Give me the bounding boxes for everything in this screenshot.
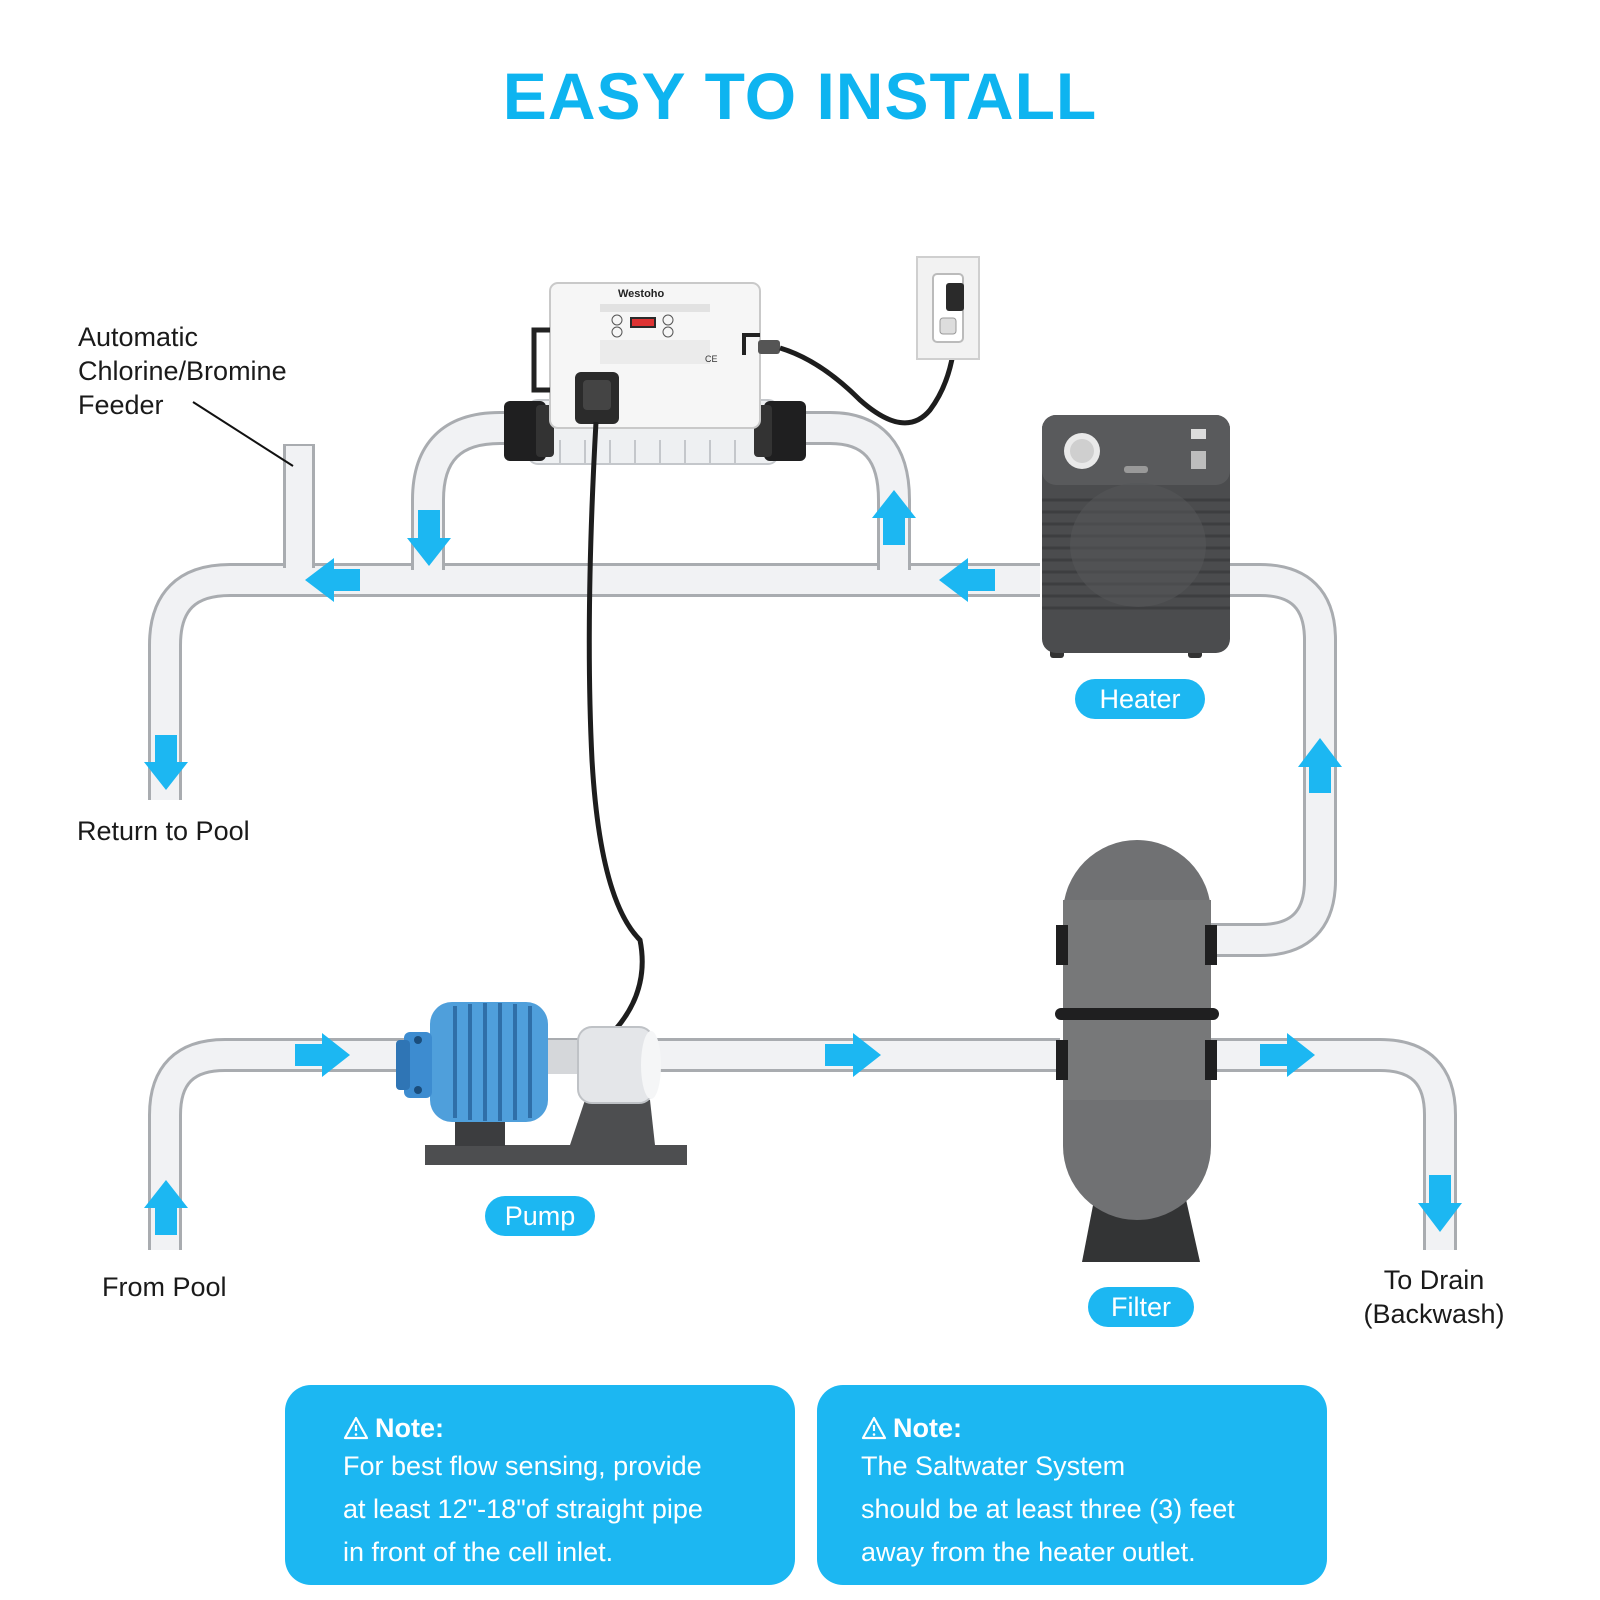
- filter: [1055, 840, 1219, 1262]
- note-heading-text: Note:: [375, 1412, 444, 1443]
- feeder-label-line2: Chlorine/Bromine: [78, 356, 287, 386]
- from-pool-label: From Pool: [102, 1272, 227, 1302]
- note-line: at least 12"-18"of straight pipe: [343, 1494, 703, 1524]
- flow-arrow-icon: [825, 1033, 881, 1077]
- feeder-leader-line: [192, 401, 294, 467]
- note-line: For best flow sensing, provide: [343, 1451, 702, 1481]
- note-line: away from the heater outlet.: [861, 1537, 1196, 1567]
- to-drain-label-line1: To Drain: [1383, 1265, 1485, 1295]
- flow-arrow-icon: [872, 490, 916, 545]
- note-line: The Saltwater System: [861, 1451, 1126, 1481]
- pump: [396, 1002, 687, 1165]
- note-heading: Note:: [861, 1411, 1327, 1445]
- return-to-pool-label: Return to Pool: [77, 816, 250, 846]
- note-card-flow-sensing: Note: For best flow sensing, provide at …: [285, 1385, 795, 1585]
- to-drain-label: To Drain (Backwash): [1350, 1263, 1518, 1331]
- flow-arrow-icon: [1418, 1175, 1462, 1232]
- feeder-pipe: [283, 444, 315, 586]
- flow-arrow-icon: [305, 558, 360, 602]
- note-line: should be at least three (3) feet: [861, 1494, 1235, 1524]
- wall-outlet-icon: [916, 256, 980, 360]
- flow-arrow-icon: [1298, 738, 1342, 793]
- note-line: in front of the cell inlet.: [343, 1537, 614, 1567]
- svg-text:CE: CE: [705, 354, 718, 364]
- feeder-label-line3: Feeder: [78, 390, 164, 420]
- flow-arrow-icon: [407, 510, 451, 566]
- page-title: EASY TO INSTALL: [502, 59, 1098, 133]
- note-card-heater-distance: Note: The Saltwater System should be at …: [817, 1385, 1327, 1585]
- suction-pipe: [148, 1038, 1060, 1250]
- pump-badge: Pump: [485, 1196, 595, 1236]
- note-heading: Note:: [343, 1411, 795, 1445]
- chlorinator-control-box: Westoho CE: [531, 282, 780, 429]
- filter-badge: Filter: [1088, 1287, 1194, 1327]
- flow-arrow-icon: [144, 1180, 188, 1235]
- note-heading-text: Note:: [893, 1412, 962, 1443]
- flow-arrow-icon: [939, 558, 995, 602]
- warning-icon: [861, 1416, 887, 1440]
- heater-badge: Heater: [1075, 679, 1205, 719]
- flow-arrows: [144, 490, 1462, 1235]
- heater: [1042, 415, 1230, 658]
- feeder-label: Automatic Chlorine/Bromine Feeder: [78, 320, 287, 422]
- flow-arrow-icon: [144, 735, 188, 790]
- feeder-label-line1: Automatic: [78, 322, 199, 352]
- warning-icon: [343, 1416, 369, 1440]
- flow-arrow-icon: [1260, 1033, 1315, 1077]
- to-drain-label-line2: (Backwash): [1363, 1299, 1505, 1329]
- drain-pipe: [1205, 1038, 1457, 1250]
- flow-arrow-icon: [295, 1033, 350, 1077]
- chlorinator-brand: Westoho: [618, 288, 665, 300]
